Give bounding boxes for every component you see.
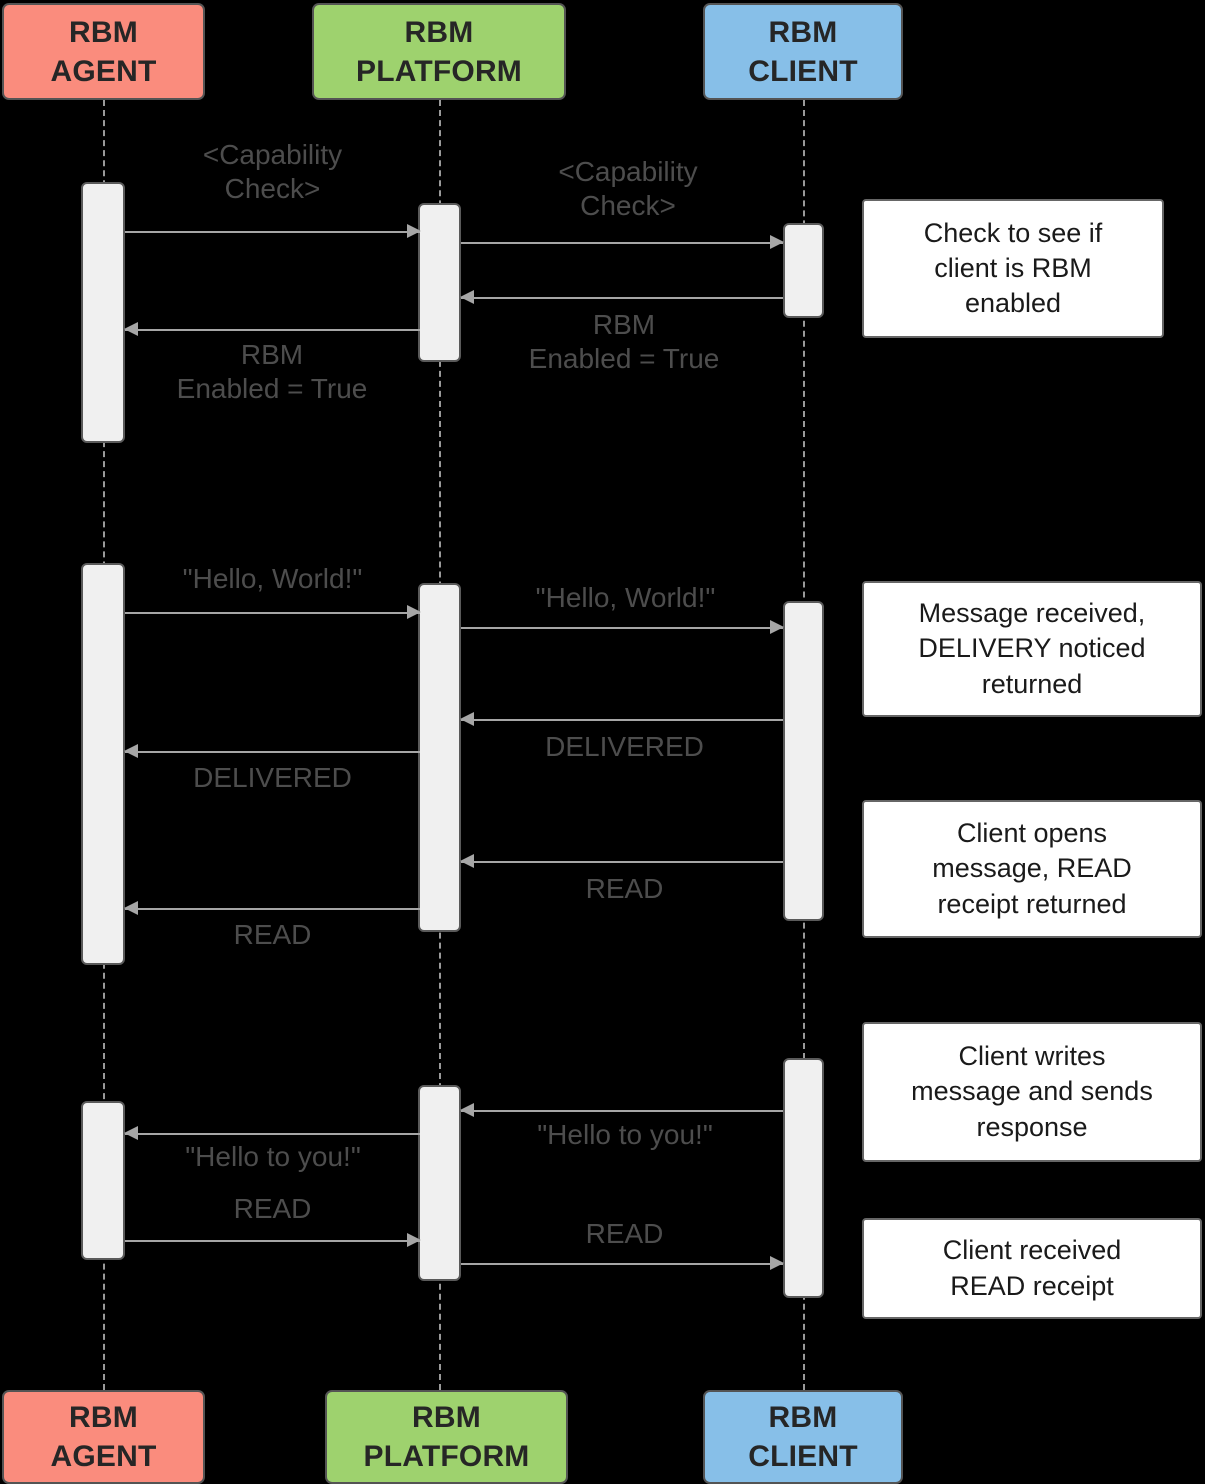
activation-client-1 xyxy=(783,223,824,318)
arrow-shaft xyxy=(461,861,783,863)
arrow-shaft xyxy=(125,612,420,614)
participant-footer-agent-line2: AGENT xyxy=(50,1440,157,1473)
participant-header-client[interactable]: RBM CLIENT xyxy=(703,3,903,100)
arrow-head-right-icon xyxy=(770,1256,784,1270)
participant-header-agent[interactable]: RBM AGENT xyxy=(2,3,205,100)
participant-footer-agent-line1: RBM xyxy=(69,1401,138,1434)
participant-header-client-line2: CLIENT xyxy=(748,54,858,88)
activation-agent-2 xyxy=(81,563,125,965)
activation-client-3 xyxy=(783,1058,824,1298)
arrow-head-left-icon xyxy=(124,1126,138,1140)
arrow-head-left-icon xyxy=(124,322,138,336)
arrow-head-left-icon xyxy=(460,712,474,726)
arrow-shaft xyxy=(461,297,783,299)
arrow-shaft xyxy=(461,627,783,629)
note-client-opens-message: Client opens message, READ receipt retur… xyxy=(862,800,1202,938)
message-label-read-client-to-platform: READ xyxy=(585,873,664,904)
arrow-head-right-icon xyxy=(770,235,784,249)
participant-footer-platform-line2: PLATFORM xyxy=(363,1440,530,1473)
arrow-shaft xyxy=(461,719,783,721)
arrow-shaft xyxy=(125,231,420,233)
participant-header-agent-line2: AGENT xyxy=(50,54,157,88)
message-label-read-platform-to-client: READ xyxy=(585,1218,664,1249)
participant-header-agent-line1: RBM xyxy=(69,15,138,49)
participant-footer-client-line1: RBM xyxy=(768,1401,838,1434)
participant-header-platform-line2: PLATFORM xyxy=(355,54,522,88)
arrow-shaft xyxy=(125,1240,420,1242)
arrow-shaft xyxy=(125,1133,420,1135)
arrow-shaft xyxy=(125,329,420,331)
arrow-head-left-icon xyxy=(124,901,138,915)
note-client-received-read-receipt: Client received READ receipt xyxy=(862,1218,1202,1319)
arrow-head-left-icon xyxy=(460,1103,474,1117)
arrow-shaft xyxy=(125,908,420,910)
activation-client-2 xyxy=(783,601,824,921)
message-label-rbm-enabled-platform-to-agent: RBM Enabled = True xyxy=(176,339,368,405)
arrow-head-right-icon xyxy=(407,224,421,238)
message-label-delivered-platform-to-agent: DELIVERED xyxy=(193,762,352,793)
arrow-head-right-icon xyxy=(407,1233,421,1247)
arrow-shaft xyxy=(461,1263,783,1265)
arrow-shaft xyxy=(125,751,420,753)
message-label-read-agent-to-platform: READ xyxy=(233,1193,312,1224)
participant-footer-platform-line1: RBM xyxy=(412,1401,481,1434)
message-label-capability-check-1: <Capability Check> xyxy=(202,139,343,205)
note-capability-check: Check to see if client is RBM enabled xyxy=(862,199,1164,338)
arrow-head-left-icon xyxy=(124,744,138,758)
message-label-read-platform-to-agent: READ xyxy=(233,919,312,950)
arrow-head-left-icon xyxy=(460,854,474,868)
arrow-head-right-icon xyxy=(770,620,784,634)
arrow-head-left-icon xyxy=(460,290,474,304)
activation-platform-2 xyxy=(418,583,461,932)
arrow-head-right-icon xyxy=(407,605,421,619)
message-label-hello-world-platform-to-client: "Hello, World!" xyxy=(535,582,716,613)
message-label-capability-check-2: <Capability Check> xyxy=(558,156,698,222)
message-label-delivered-client-to-platform: DELIVERED xyxy=(545,731,704,762)
participant-footer-agent[interactable]: RBM AGENT xyxy=(2,1390,205,1484)
activation-agent-3 xyxy=(81,1101,125,1260)
note-message-received: Message received, DELIVERY noticed retur… xyxy=(862,581,1202,717)
activation-agent-1 xyxy=(81,182,125,443)
activation-platform-1 xyxy=(418,203,461,362)
arrow-shaft xyxy=(461,1110,783,1112)
message-label-hello-world-agent-to-platform: "Hello, World!" xyxy=(182,563,363,594)
participant-footer-platform[interactable]: RBM PLATFORM xyxy=(325,1390,568,1484)
activation-platform-3 xyxy=(418,1085,461,1281)
note-client-writes-message: Client writes message and sends response xyxy=(862,1022,1202,1162)
message-label-hello-to-you-client-to-platform: "Hello to you!" xyxy=(537,1119,713,1150)
participant-header-client-line1: RBM xyxy=(768,15,838,49)
message-label-rbm-enabled-client-to-platform: RBM Enabled = True xyxy=(528,309,720,375)
participant-header-platform-line1: RBM xyxy=(404,15,474,49)
participant-footer-client-line2: CLIENT xyxy=(748,1440,858,1473)
arrow-shaft xyxy=(461,242,783,244)
participant-footer-client[interactable]: RBM CLIENT xyxy=(703,1390,903,1484)
message-label-hello-to-you-platform-to-agent: "Hello to you!" xyxy=(185,1141,361,1172)
participant-header-platform[interactable]: RBM PLATFORM xyxy=(312,3,566,100)
